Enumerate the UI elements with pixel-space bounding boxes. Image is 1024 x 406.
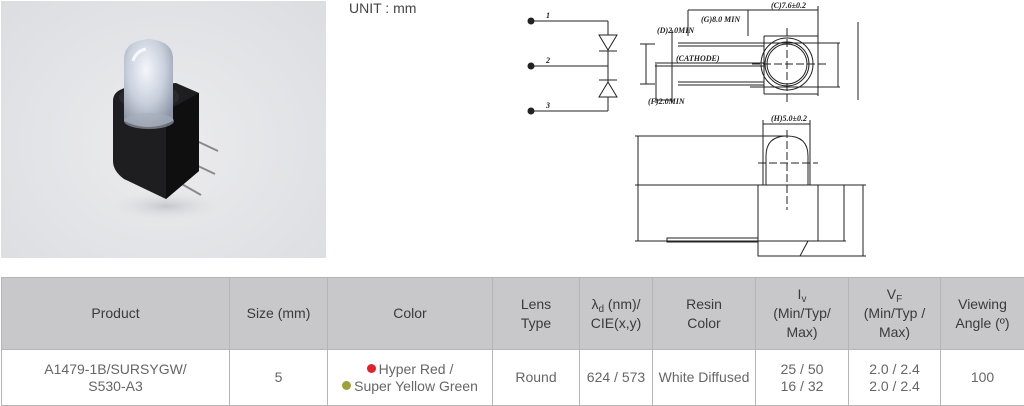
table-row: A1479-1B/SURSYGW/ S530-A3 5 Hyper Red / … bbox=[1, 349, 1024, 406]
iv-symbol: I bbox=[797, 286, 802, 302]
wavelength-cell: 624 / 573 bbox=[579, 349, 653, 406]
product-name-line1: A1479-1B/SURSYGW/ bbox=[44, 360, 187, 377]
product-cell: A1479-1B/SURSYGW/ S530-A3 bbox=[1, 349, 230, 406]
header-resin-line2: Color bbox=[687, 314, 721, 331]
header-color: Color bbox=[327, 277, 493, 350]
header-product: Product bbox=[1, 277, 230, 350]
header-vf-line3: Max) bbox=[878, 324, 911, 340]
vf-cell: 2.0 / 2.4 2.0 / 2.4 bbox=[848, 349, 941, 406]
dim-g-label: (G)8.0 MIN bbox=[701, 15, 741, 24]
product-photo bbox=[1, 1, 326, 258]
iv-value-red: 25 / 50 bbox=[780, 360, 824, 377]
pin-1-label: 1 bbox=[546, 11, 550, 20]
color-item-hyper-red: Hyper Red / bbox=[332, 361, 488, 378]
header-forward-voltage: VF (Min/Typ / Max) bbox=[848, 277, 941, 350]
vf-value-red: 2.0 / 2.4 bbox=[869, 360, 920, 377]
vf-symbol: V bbox=[886, 286, 897, 302]
lens-cell: Round bbox=[492, 349, 580, 406]
header-vf-line2: (Min/Typ / bbox=[863, 305, 926, 321]
cathode-label: (CATHODE) bbox=[676, 54, 720, 63]
header-size: Size (mm) bbox=[229, 277, 328, 350]
product-name-line2: S530-A3 bbox=[88, 377, 143, 394]
header-lens-line1: Lens bbox=[520, 295, 552, 312]
header-angle-line1: Viewing bbox=[958, 295, 1007, 312]
color-cell: Hyper Red / Super Yellow Green bbox=[327, 349, 493, 406]
header-iv-line2: (Min/Typ/ bbox=[773, 305, 831, 321]
color-item-super-yellow-green: Super Yellow Green bbox=[332, 378, 488, 395]
red-dot-icon bbox=[366, 363, 376, 373]
color-label: Super Yellow Green bbox=[354, 377, 478, 394]
dim-h-label: (H)5.0±0.2 bbox=[771, 114, 807, 123]
pin-2-label: 2 bbox=[545, 56, 550, 65]
lambda-sub: d bbox=[598, 303, 604, 315]
lambda-symbol: λ bbox=[591, 295, 599, 312]
header-luminous-intensity: Iv (Min/Typ/ Max) bbox=[755, 277, 849, 350]
lambda-unit: (nm)/ bbox=[604, 295, 641, 312]
circuit-schematic: 1 2 3 bbox=[527, 11, 618, 115]
iv-sub: v bbox=[801, 294, 807, 305]
dim-c-label: (C)7.6±0.2 bbox=[771, 1, 806, 10]
resin-cell: White Diffused bbox=[652, 349, 756, 406]
table-header-row: Product Size (mm) Color Lens Type λd (nm… bbox=[1, 277, 1024, 350]
iv-cell: 25 / 50 16 / 32 bbox=[755, 349, 849, 406]
header-lens-line2: Type bbox=[520, 314, 552, 331]
header-resin-line1: Resin bbox=[686, 295, 722, 312]
unit-label: UNIT : mm bbox=[349, 0, 417, 16]
header-resin-color: Resin Color bbox=[652, 277, 756, 350]
dim-f-label: (F)2.0MIN bbox=[648, 97, 686, 106]
header-viewing-angle: Viewing Angle (º) bbox=[940, 277, 1024, 350]
iv-value-green: 16 / 32 bbox=[780, 377, 824, 394]
yellow-green-dot-icon bbox=[342, 380, 352, 390]
header-iv-line3: Max) bbox=[786, 324, 818, 340]
vf-sub: F bbox=[896, 294, 903, 305]
header-angle-line2: Angle (º) bbox=[955, 314, 1010, 331]
specification-table: Product Size (mm) Color Lens Type λd (nm… bbox=[1, 277, 1024, 406]
size-cell: 5 bbox=[229, 349, 328, 406]
vf-value-green: 2.0 / 2.4 bbox=[869, 377, 920, 394]
dimension-drawing: 1 2 3 bbox=[510, 0, 880, 268]
dim-d-label: (D)2.0MIN bbox=[657, 26, 695, 35]
led-holder-image bbox=[111, 39, 221, 220]
top-view: (G)8.0 MIN (C)7.6±0.2 (D)2.0MIN (CATHODE… bbox=[640, 1, 859, 106]
color-label: Hyper Red / bbox=[378, 360, 454, 377]
pin-3-label: 3 bbox=[545, 101, 550, 110]
header-lens-type: Lens Type bbox=[492, 277, 580, 350]
header-wavelength: λd (nm)/ CIE(x,y) bbox=[579, 277, 653, 350]
angle-cell: 100 bbox=[940, 349, 1024, 406]
header-cie: CIE(x,y) bbox=[590, 314, 642, 331]
side-view: (H)5.0±0.2 bbox=[635, 114, 866, 257]
